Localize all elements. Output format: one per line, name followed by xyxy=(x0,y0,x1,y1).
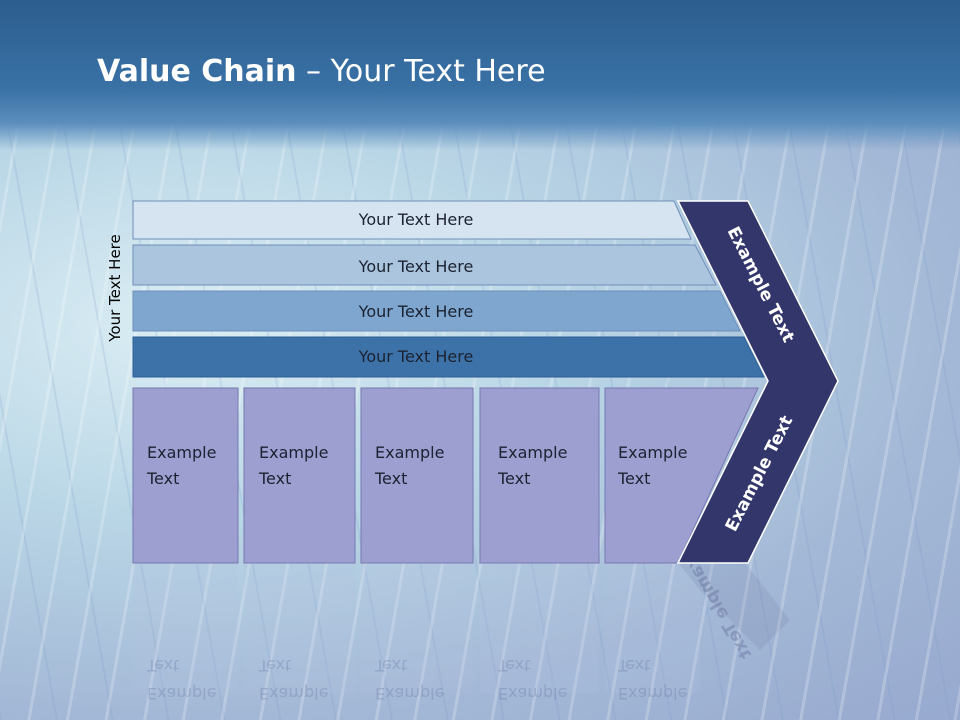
reflection-text-1b: Text xyxy=(146,656,179,675)
bar-label-4: Your Text Here xyxy=(358,347,474,366)
column-reflection-1 xyxy=(133,563,238,693)
column-3-line1: Example xyxy=(375,443,444,462)
slide-title: Value Chain – Your Text Here xyxy=(97,54,546,89)
reflection-text-4: Example xyxy=(498,684,567,703)
reflection-text-4b: Text xyxy=(497,656,530,675)
column-reflection-2 xyxy=(244,563,355,693)
column-4-line1: Example xyxy=(498,443,567,462)
column-reflection-5 xyxy=(605,563,700,693)
column-2-line2: Text xyxy=(258,469,291,488)
column-4-line2: Text xyxy=(497,469,530,488)
column-5-line1: Example xyxy=(618,443,687,462)
reflection-text-2b: Text xyxy=(258,656,291,675)
reflection-text-2: Example xyxy=(259,684,328,703)
header-band xyxy=(0,0,960,150)
title-rest: – Your Text Here xyxy=(296,54,546,89)
bar-2 xyxy=(132,244,717,286)
column-2 xyxy=(243,387,356,564)
bar-1 xyxy=(132,200,692,240)
title-bold: Value Chain xyxy=(97,54,297,89)
column-reflection-3 xyxy=(361,563,473,693)
bar-4 xyxy=(132,336,765,378)
bar-label-1: Your Text Here xyxy=(358,210,474,229)
reflection-text-3: Example xyxy=(375,684,444,703)
column-3-line2: Text xyxy=(374,469,407,488)
column-1 xyxy=(132,387,239,564)
bar-label-2: Your Text Here xyxy=(358,257,474,276)
reflection-text-5b: Text xyxy=(617,656,650,675)
reflection-text-1: Example xyxy=(147,684,216,703)
chevron-arrow xyxy=(676,200,839,564)
chevron-reflection xyxy=(678,563,790,650)
column-4 xyxy=(479,387,600,564)
column-3 xyxy=(360,387,474,564)
column-5-line2: Text xyxy=(617,469,650,488)
column-reflection-4 xyxy=(480,563,599,693)
column-1-line1: Example xyxy=(147,443,216,462)
bar-label-3: Your Text Here xyxy=(358,302,474,321)
column-2-line1: Example xyxy=(259,443,328,462)
diagram-reflection xyxy=(133,563,790,693)
column-1-line2: Text xyxy=(146,469,179,488)
bar-3 xyxy=(132,290,741,332)
reflection-text-3b: Text xyxy=(374,656,407,675)
reflection-text-5: Example xyxy=(618,684,687,703)
